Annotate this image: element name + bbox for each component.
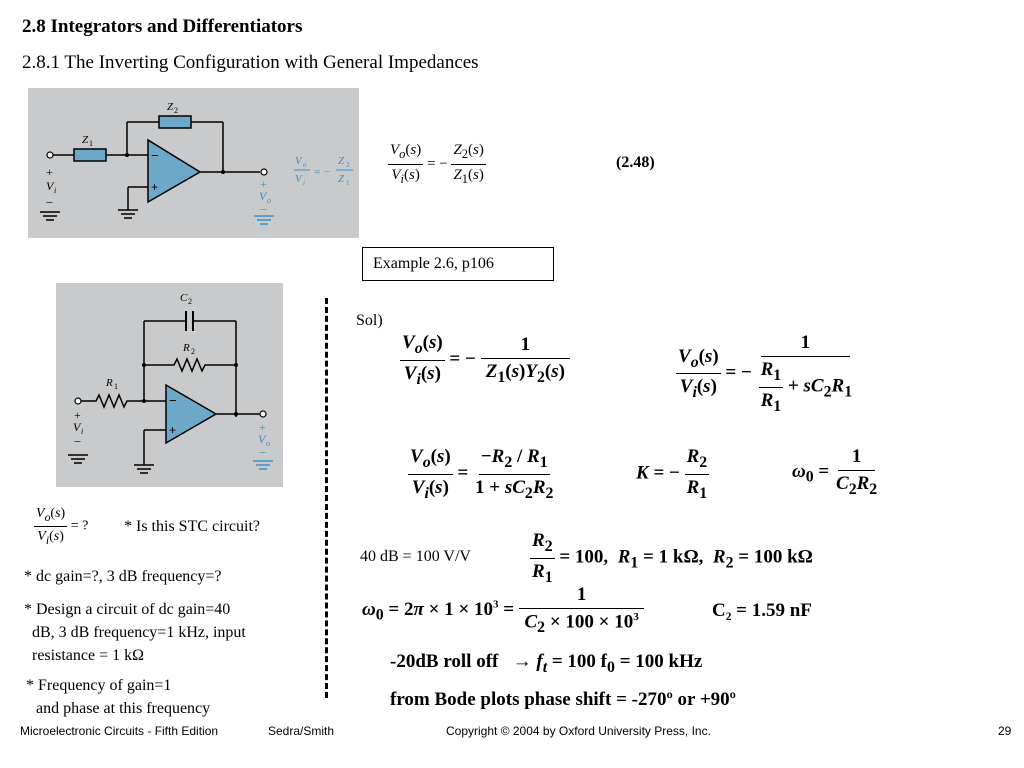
svg-text:R: R [105, 377, 113, 389]
rolloff-result: = 100 f [551, 651, 608, 672]
bode-phase-note: from Bode plots phase shift = -270º or +… [390, 689, 736, 710]
svg-text:+: + [260, 177, 267, 191]
frequency-question-line2: and phase at this frequency [36, 700, 211, 717]
svg-text:i: i [303, 179, 305, 187]
svg-text:−: − [46, 195, 53, 210]
svg-text:1: 1 [114, 382, 118, 391]
svg-text:C: C [180, 292, 188, 304]
svg-text:V: V [46, 179, 55, 193]
svg-text:o: o [266, 439, 270, 448]
svg-text:−: − [324, 166, 330, 178]
svg-text:i: i [54, 186, 56, 195]
svg-text:Z: Z [338, 155, 345, 167]
svg-text:i: i [81, 427, 83, 436]
svg-text:+: + [46, 165, 53, 179]
svg-text:−: − [260, 202, 267, 217]
svg-text:2: 2 [174, 106, 178, 115]
rc-integrator-circuit-figure: C 2 R 2 R 1 − + + V i − + V o − [56, 283, 283, 487]
svg-text:−: − [259, 445, 266, 460]
svg-text:+: + [259, 420, 266, 434]
example-reference-box: Example 2.6, p106 [362, 247, 554, 281]
design-question-line1: * Design a circuit of dc gain=40 [24, 601, 231, 618]
svg-text:−: − [74, 434, 81, 449]
svg-text:o: o [303, 161, 307, 169]
svg-text:V: V [295, 155, 303, 167]
svg-text:Z: Z [338, 173, 345, 185]
footer-authors: Sedra/Smith [268, 724, 335, 738]
svg-text:Z: Z [82, 134, 89, 146]
svg-text:+: + [74, 408, 81, 422]
rolloff-note: -20dB roll off → ft = 100 f0 = 100 kHz [390, 651, 703, 676]
svg-text:R: R [182, 342, 190, 354]
svg-text:V: V [73, 420, 82, 434]
svg-text:−: − [169, 393, 177, 408]
dashed-divider [325, 298, 328, 698]
rolloff-label: -20dB roll off [390, 651, 499, 672]
svg-text:1: 1 [89, 139, 93, 148]
svg-text:1: 1 [346, 179, 350, 187]
svg-text:+: + [151, 180, 158, 194]
svg-text:2: 2 [191, 347, 195, 356]
svg-text:2: 2 [188, 297, 192, 306]
stc-question-fraction: Vo(s)Vi(s) = ? [34, 506, 89, 547]
db-conversion-note: 40 dB = 100 V/V [360, 548, 471, 565]
svg-text:o: o [267, 196, 271, 205]
equation-number: (2.48) [616, 154, 655, 171]
dc-gain-question: * dc gain=?, 3 dB frequency=? [24, 568, 222, 585]
stc-question: * Is this STC circuit? [124, 518, 260, 535]
slide-subtitle: 2.8.1 The Inverting Configuration with G… [22, 52, 479, 73]
rolloff-result-2: = 100 kHz [619, 651, 703, 672]
svg-text:+: + [169, 423, 176, 437]
svg-text:=: = [314, 166, 320, 178]
design-question-line3: resistance = 1 kΩ [32, 647, 144, 664]
footer-page-number: 29 [998, 724, 1012, 738]
c2-result: C₂ = 1.59 nF [712, 600, 812, 621]
svg-text:−: − [151, 148, 159, 163]
slide-title: 2.8 Integrators and Differentiators [22, 16, 303, 37]
frequency-question-line1: * Frequency of gain=1 [26, 677, 172, 694]
svg-text:V: V [259, 189, 268, 203]
design-question-line2: dB, 3 dB frequency=1 kHz, input [32, 624, 246, 641]
transfer-function-equation: Vo(s)Vi(s) = − Z2(s)Z1(s) [388, 142, 486, 186]
svg-text:V: V [258, 432, 267, 446]
footer-book-title: Microelectronic Circuits - Fifth Edition [20, 724, 219, 738]
svg-text:V: V [295, 173, 303, 185]
svg-text:Z: Z [167, 101, 174, 113]
svg-text:2: 2 [346, 161, 350, 169]
solution-label: Sol) [356, 312, 383, 329]
footer-copyright: Copyright © 2004 by Oxford University Pr… [446, 724, 711, 738]
